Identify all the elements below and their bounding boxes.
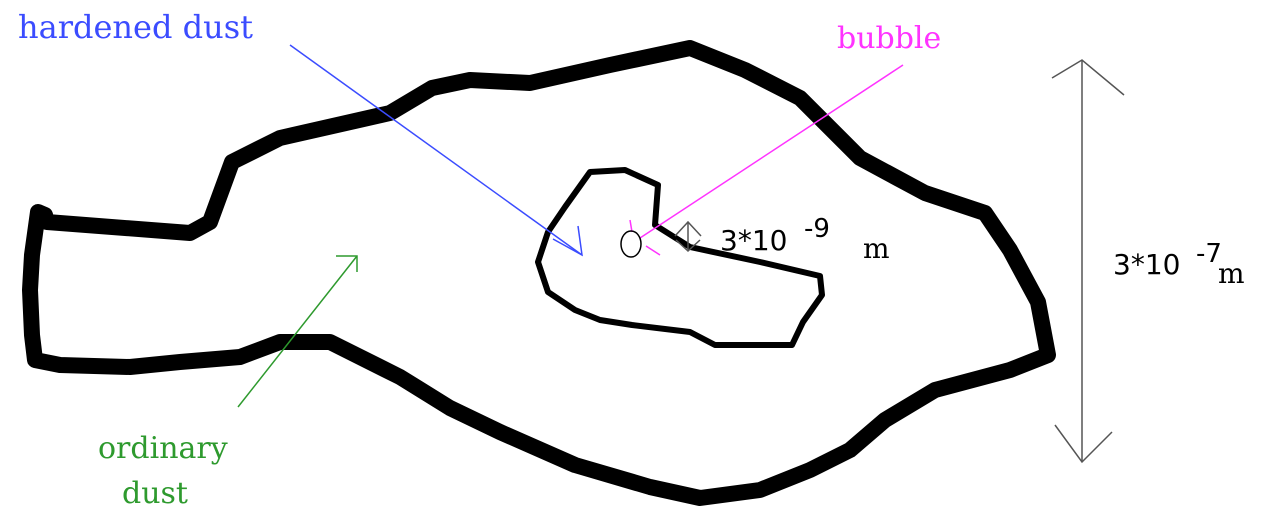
particle-size-arrow xyxy=(1051,59,1125,464)
particle-size-coefficient: 3*10 xyxy=(1113,248,1180,281)
hardened-dust-label: hardened dust xyxy=(18,8,253,46)
bubble-size-measurement: 3*10 -9 m xyxy=(720,214,890,265)
hardened-dust-outline xyxy=(535,167,825,348)
particle-size-measurement: 3*10 -7 m xyxy=(1113,239,1245,290)
hardened-dust-pointer xyxy=(289,44,583,257)
bubble-size-coefficient: 3*10 xyxy=(720,224,787,257)
bubble-pointer xyxy=(629,64,904,256)
particle-size-exponent: -7 xyxy=(1196,239,1222,269)
bubble-circle xyxy=(620,230,642,258)
bubble-label: bubble xyxy=(837,21,941,56)
particle-size-unit: m xyxy=(1218,257,1245,290)
ordinary-dust-label-line1: ordinary xyxy=(98,431,228,466)
bubble-size-marker xyxy=(674,220,702,253)
bubble-size-exponent: -9 xyxy=(804,214,830,244)
bubble-size-unit: m xyxy=(863,232,890,265)
ordinary-dust-label-line2: dust xyxy=(122,476,188,511)
dust-particle-outline xyxy=(22,40,1056,506)
ordinary-dust-pointer xyxy=(237,255,358,408)
